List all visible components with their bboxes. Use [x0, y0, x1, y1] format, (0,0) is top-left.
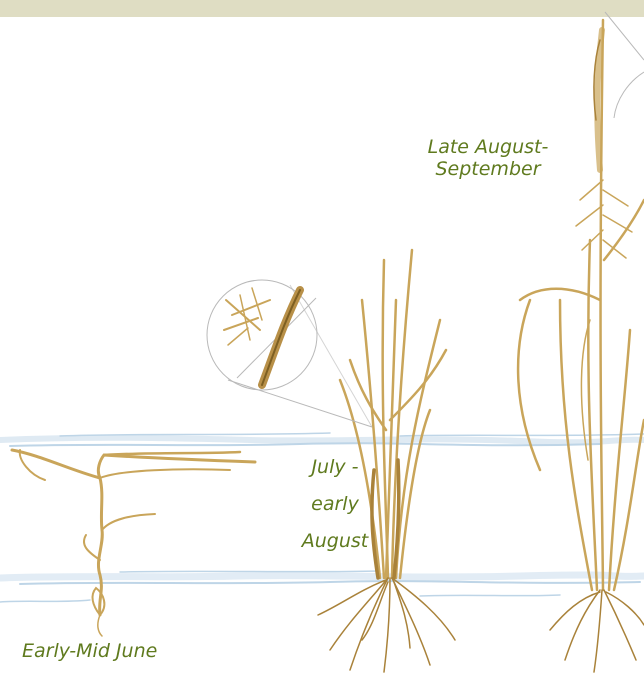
water-line-lower — [0, 571, 644, 602]
flowering-plant — [518, 20, 644, 590]
flowering-roots — [550, 590, 644, 672]
label-late-august-line2: September — [405, 158, 571, 180]
label-late-august-september: Late August- September — [405, 136, 571, 180]
label-july-line1: July - — [283, 454, 387, 491]
label-early-mid-june: Early-Mid June — [22, 640, 157, 662]
seedling-plant — [12, 450, 255, 636]
magnified-inset-callout-right — [605, 12, 644, 118]
magnified-inset-callout — [207, 280, 372, 427]
label-july-early-august: July - early August — [283, 454, 387, 558]
label-july-line3: August — [283, 528, 387, 558]
label-july-line2: early — [283, 491, 387, 528]
water-line-upper — [0, 433, 644, 446]
flowering-panicle — [576, 30, 632, 258]
label-late-august-line1: Late August- — [405, 136, 571, 158]
tillering-roots — [318, 578, 455, 672]
